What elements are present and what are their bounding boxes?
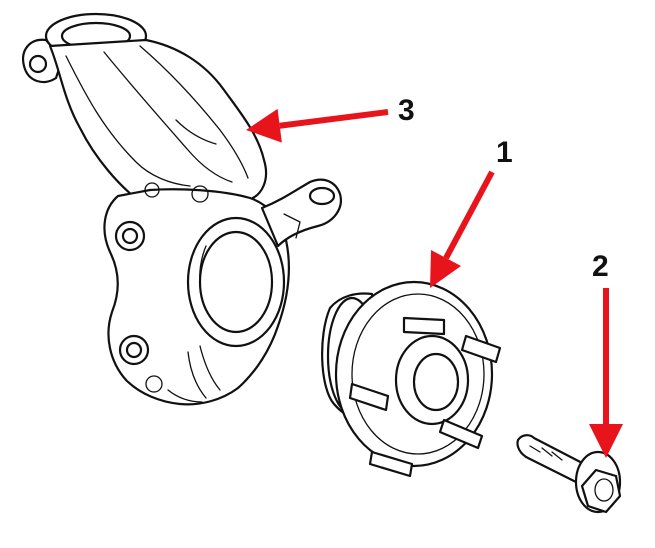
callout-1: 1 <box>430 136 513 288</box>
arrow-head <box>246 108 282 143</box>
steering-knuckle <box>22 12 342 406</box>
callout-arrow-2 <box>589 288 623 458</box>
callout-label-2: 2 <box>592 250 609 283</box>
hub-bolt <box>516 434 622 514</box>
arrow-shaft <box>279 109 389 129</box>
callout-arrow-1 <box>430 170 495 288</box>
callout-2: 2 <box>589 250 623 458</box>
callout-3: 3 <box>246 94 415 143</box>
arrow-shaft <box>443 170 495 260</box>
callout-arrow-3 <box>246 108 389 143</box>
wheel-studs <box>348 316 502 478</box>
wheel-hub <box>321 280 502 478</box>
callout-label-3: 3 <box>398 94 415 127</box>
arrow-head <box>430 250 462 288</box>
arrow-head <box>589 424 623 458</box>
callout-label-1: 1 <box>496 136 513 169</box>
